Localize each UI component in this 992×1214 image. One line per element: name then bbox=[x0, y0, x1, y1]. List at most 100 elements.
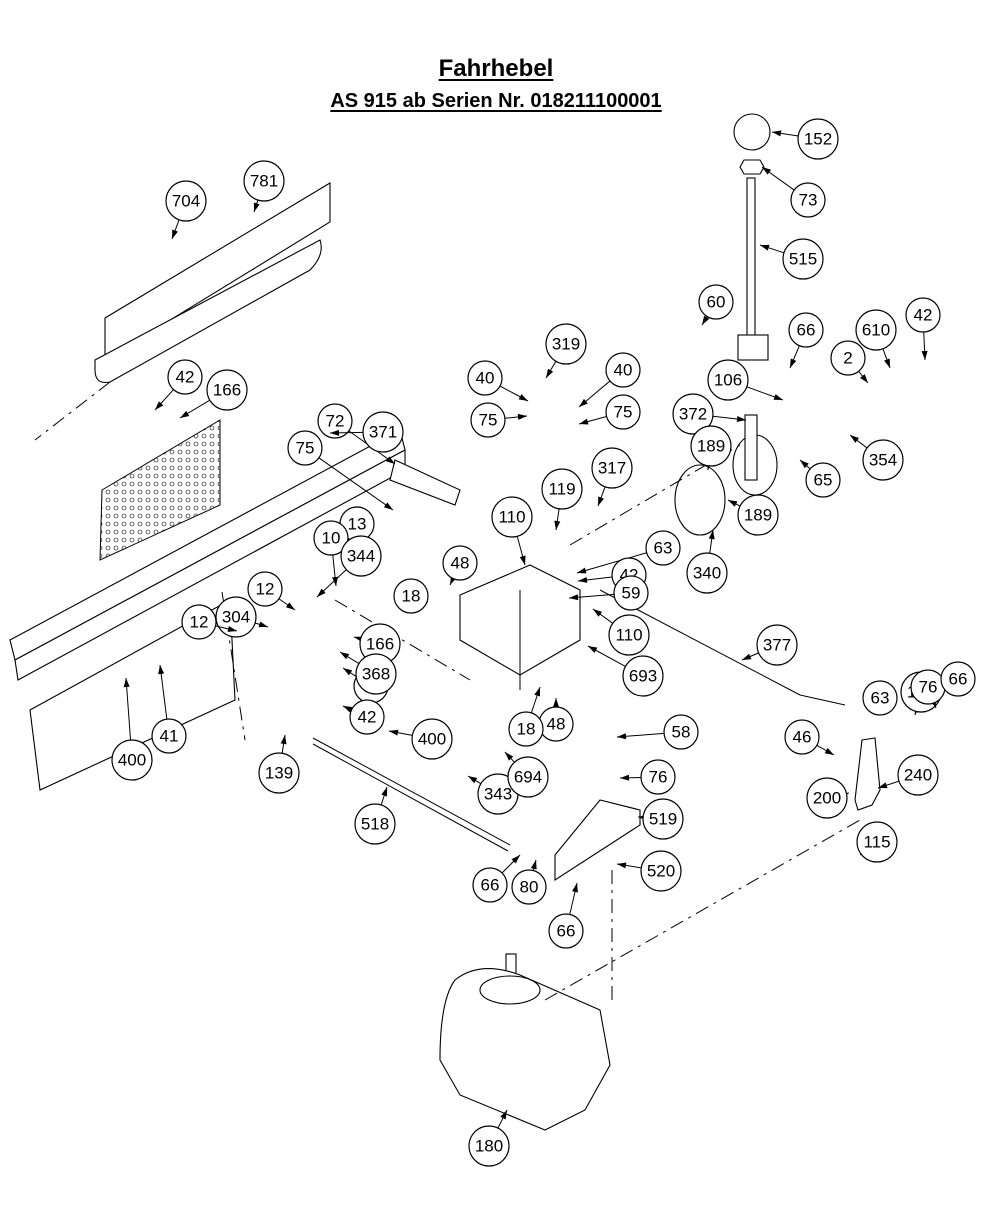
leader-arrowhead bbox=[258, 621, 268, 628]
callout-circle bbox=[258, 752, 300, 794]
linkage-arm bbox=[854, 737, 881, 811]
callout-label: 694 bbox=[514, 768, 542, 787]
leader-arrowhead bbox=[760, 244, 770, 251]
leader-arrowhead bbox=[505, 752, 514, 761]
callout-circle bbox=[698, 284, 734, 320]
callout-label: 66 bbox=[481, 876, 500, 895]
leader-arrowhead bbox=[530, 860, 537, 870]
callout-circle bbox=[287, 430, 323, 466]
callout-circle bbox=[622, 655, 664, 697]
part-callout-319: 319 bbox=[545, 323, 587, 379]
leader-arrowhead bbox=[708, 530, 715, 540]
leader-arrowhead bbox=[579, 418, 589, 425]
callout-label: 340 bbox=[693, 564, 721, 583]
part-callout-704: 704 bbox=[165, 180, 207, 240]
leader-arrowhead bbox=[317, 588, 326, 597]
callout-circle bbox=[165, 180, 207, 222]
callout-circle bbox=[317, 403, 353, 439]
leader-arrowhead bbox=[534, 687, 540, 697]
leader-arrowhead bbox=[519, 555, 526, 565]
part-callout-610: 610 bbox=[855, 309, 897, 369]
part-callout-48: 48 bbox=[442, 545, 478, 586]
leader-arrowhead bbox=[340, 652, 350, 660]
part-callout-80: 80 bbox=[511, 859, 547, 905]
callout-circle bbox=[686, 552, 728, 594]
leader-arrowhead bbox=[860, 374, 868, 383]
callout-label: 41 bbox=[160, 727, 179, 746]
callout-circle bbox=[663, 714, 699, 750]
callout-label: 66 bbox=[557, 922, 576, 941]
part-callout-400: 400 bbox=[111, 677, 153, 781]
leader-arrowhead bbox=[511, 855, 520, 864]
callout-label: 377 bbox=[763, 636, 791, 655]
callout-circle bbox=[541, 468, 583, 510]
leader-arrowhead bbox=[546, 368, 554, 378]
leader-arrowhead bbox=[172, 229, 178, 239]
callout-label: 240 bbox=[904, 766, 932, 785]
part-callout-63: 63 bbox=[862, 680, 898, 716]
callout-circle bbox=[354, 803, 396, 845]
leader-arrowhead bbox=[578, 576, 588, 583]
part-callout-518: 518 bbox=[354, 786, 396, 845]
callout-label: 368 bbox=[362, 665, 390, 684]
frame-rail bbox=[9, 429, 461, 791]
callout-label: 59 bbox=[622, 584, 641, 603]
callout-leader bbox=[159, 664, 168, 720]
callout-label: 372 bbox=[679, 405, 707, 424]
part-callout-66: 66 bbox=[472, 854, 521, 903]
callout-label: 63 bbox=[654, 539, 673, 558]
callout-label: 344 bbox=[347, 547, 375, 566]
callout-label: 42 bbox=[358, 708, 377, 727]
bracket-block bbox=[459, 564, 581, 690]
callout-circle bbox=[111, 739, 153, 781]
callout-label: 75 bbox=[479, 411, 498, 430]
leader-arrowhead bbox=[884, 358, 890, 368]
part-callout-12: 12 bbox=[181, 604, 238, 640]
leader-arrowhead bbox=[123, 678, 130, 688]
callout-label: 343 bbox=[484, 785, 512, 804]
callout-label: 704 bbox=[172, 192, 200, 211]
callout-circle bbox=[508, 711, 544, 747]
leader-arrowhead bbox=[620, 774, 630, 781]
callout-label: 12 bbox=[256, 580, 275, 599]
part-callout-180: 180 bbox=[468, 1109, 510, 1167]
callout-circle bbox=[797, 118, 839, 160]
callout-label: 189 bbox=[697, 437, 725, 456]
leader-arrowhead bbox=[253, 202, 260, 212]
callout-label: 180 bbox=[475, 1137, 503, 1156]
part-callout-520: 520 bbox=[616, 850, 682, 892]
part-callout-65: 65 bbox=[799, 459, 841, 498]
callout-circle bbox=[393, 578, 429, 614]
callout-label: 13 bbox=[348, 515, 367, 534]
leader-arrowhead bbox=[598, 496, 604, 506]
part-callout-152: 152 bbox=[771, 118, 839, 160]
part-callout-106: 106 bbox=[707, 359, 784, 401]
leader-arrowhead bbox=[227, 626, 237, 632]
callout-circle bbox=[548, 913, 584, 949]
leader-arrowhead bbox=[155, 401, 164, 410]
callout-label: 72 bbox=[326, 412, 345, 431]
part-callout-58: 58 bbox=[616, 714, 699, 750]
leader-arrowhead bbox=[518, 394, 528, 401]
callout-circle bbox=[355, 653, 397, 695]
part-callout-10: 10 bbox=[313, 520, 349, 587]
leader-arrowhead bbox=[736, 416, 746, 422]
callout-circle bbox=[737, 494, 779, 536]
callout-circle bbox=[707, 359, 749, 401]
part-callout-200: 200 bbox=[806, 777, 850, 819]
part-callout-377: 377 bbox=[741, 624, 798, 666]
part-callout-354: 354 bbox=[849, 434, 904, 481]
part-callout-694: 694 bbox=[504, 751, 549, 798]
part-callout-66: 66 bbox=[940, 661, 976, 697]
leader-arrowhead bbox=[554, 520, 561, 530]
callout-label: 139 bbox=[265, 764, 293, 783]
callout-circle bbox=[788, 312, 824, 348]
callout-label: 48 bbox=[547, 715, 566, 734]
callout-circle bbox=[782, 238, 824, 280]
callout-circle bbox=[940, 661, 976, 697]
leader-arrowhead bbox=[381, 787, 388, 797]
callout-label: 40 bbox=[476, 369, 495, 388]
part-callout-368: 368 bbox=[339, 651, 397, 695]
part-callout-519: 519 bbox=[637, 798, 684, 840]
callout-label: 400 bbox=[418, 730, 446, 749]
